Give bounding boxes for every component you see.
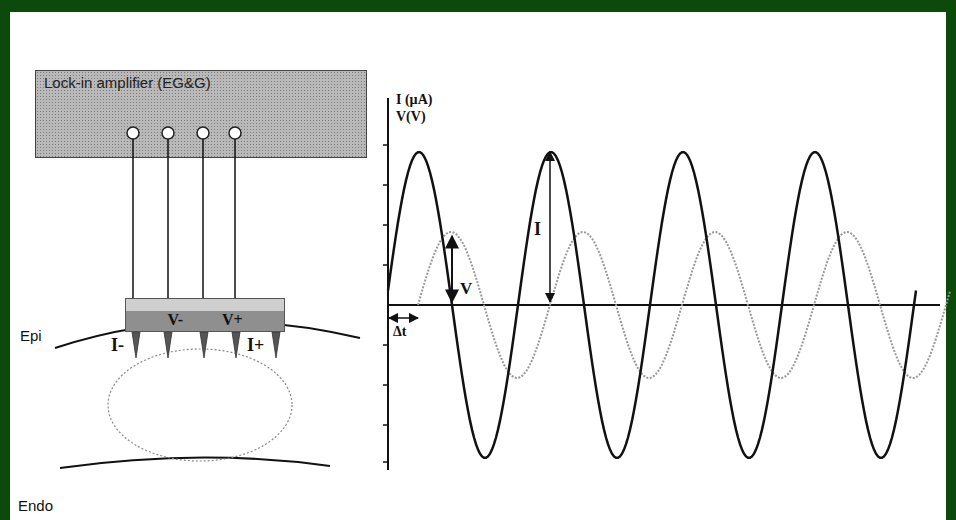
axis-label: I (µA) xyxy=(396,92,432,107)
node-text: V+ xyxy=(222,311,243,329)
node-text: V- xyxy=(167,311,183,329)
voltage-wave xyxy=(418,232,950,378)
axis-label: V(V) xyxy=(396,109,426,124)
lead-wire xyxy=(167,158,169,298)
terminal-jack xyxy=(197,127,209,139)
terminal-lead xyxy=(167,139,169,158)
delay-arrow xyxy=(389,317,418,319)
node-text: Lock-in amplifier (EG&G) xyxy=(44,74,211,91)
tissue-layer-label: Epi xyxy=(20,328,42,345)
electrode-name: I- xyxy=(111,336,124,356)
axis-tick xyxy=(383,424,388,426)
signal-chart xyxy=(383,98,950,470)
delay-label: Δt xyxy=(392,324,407,339)
page-ground xyxy=(10,12,946,520)
lead-wire xyxy=(234,158,236,298)
lead-wire xyxy=(132,158,134,298)
axis-tick xyxy=(383,144,388,146)
axis-ticks xyxy=(383,145,388,462)
axis-tick xyxy=(383,384,388,386)
axis-tick xyxy=(383,461,388,463)
terminal-lead xyxy=(202,139,204,158)
axis-tick xyxy=(383,184,388,186)
needle-electrode xyxy=(232,332,240,358)
needle-electrode xyxy=(272,332,280,358)
terminal-jack xyxy=(229,127,241,139)
electrode-name: I+ xyxy=(247,336,264,356)
current-field xyxy=(108,349,292,461)
terminal-jack xyxy=(127,127,139,139)
needle-electrode xyxy=(200,332,208,358)
terminal-lead xyxy=(234,139,236,158)
terminal-lead xyxy=(132,139,134,158)
endocardium-line xyxy=(60,457,330,468)
signal-name: V xyxy=(459,280,473,299)
axis-tick xyxy=(383,224,388,226)
signal-name: I xyxy=(533,220,542,240)
axis-tick xyxy=(383,264,388,266)
current-amplitude-arrow xyxy=(549,152,551,302)
x-axis xyxy=(388,304,940,306)
needle-electrode xyxy=(132,332,140,358)
electrode-needles xyxy=(132,332,280,358)
voltage-amplitude-arrow xyxy=(451,236,453,302)
axis-tick xyxy=(383,344,388,346)
electrode-block: V- V+ xyxy=(125,298,285,332)
lead-wire xyxy=(202,158,204,298)
terminal-jack xyxy=(162,127,174,139)
instrument-box: Lock-in amplifier (EG&G) xyxy=(35,70,367,158)
needle-electrode xyxy=(164,332,172,358)
tissue-layer-label: Endo xyxy=(18,498,53,515)
current-wave xyxy=(388,152,916,458)
